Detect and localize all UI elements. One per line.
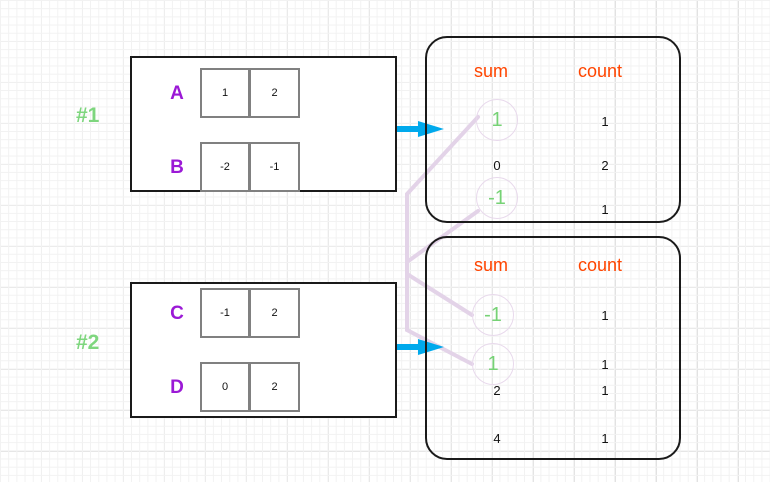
cell-value: 2 [250, 68, 300, 118]
cell-sum: 0 [493, 158, 501, 173]
highlight-circle-sum: 1 [476, 99, 518, 141]
row-label-A: A [170, 82, 184, 104]
cell-sum: 4 [493, 431, 501, 446]
column-header-sum: sum [474, 61, 509, 81]
highlight-circle-sum: 1 [472, 343, 514, 385]
aggregate-panel-top [425, 36, 681, 223]
row-cells-C: -1 2 [200, 288, 300, 338]
highlight-circle-sum: -1 [472, 294, 514, 336]
table-row: C -1 2 [154, 288, 300, 338]
cell-value: -2 [200, 142, 250, 192]
cell-value: 2 [250, 288, 300, 338]
column-header-sum: sum [474, 255, 509, 275]
cell-value: -1 [250, 142, 300, 192]
cell-value: 1 [200, 68, 250, 118]
cell-value: -1 [200, 288, 250, 338]
cell-count: 1 [601, 114, 609, 129]
row-label-C: C [170, 302, 184, 324]
cell-count: 1 [601, 431, 609, 446]
cell-count: 1 [601, 357, 609, 372]
column-header-count: count [578, 61, 623, 81]
row-label-D: D [170, 376, 184, 398]
cell-count: 2 [601, 158, 609, 173]
table-row: A 1 2 [154, 68, 300, 118]
row-label-B: B [170, 156, 184, 178]
cell-count: 1 [601, 308, 609, 323]
group-label-2: #2 [76, 331, 100, 354]
cell-count: 1 [601, 202, 609, 217]
table-row: B -2 -1 [154, 142, 300, 192]
row-cells-D: 0 2 [200, 362, 300, 412]
aggregate-panel-bottom [425, 236, 681, 460]
cell-count: 1 [601, 383, 609, 398]
table-row: D 0 2 [154, 362, 300, 412]
group-label-1: #1 [76, 104, 100, 127]
column-header-count: count [578, 255, 623, 275]
row-cells-B: -2 -1 [200, 142, 300, 192]
cell-value: 0 [200, 362, 250, 412]
cell-sum: 2 [493, 383, 501, 398]
highlight-circle-sum: -1 [476, 177, 518, 219]
row-cells-A: 1 2 [200, 68, 300, 118]
cell-value: 2 [250, 362, 300, 412]
